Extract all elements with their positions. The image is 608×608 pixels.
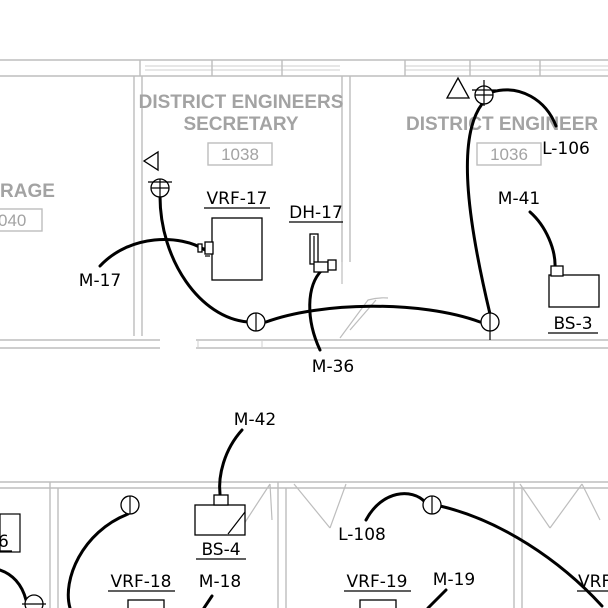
connection-riser bbox=[465, 102, 492, 316]
vrf17-sensor bbox=[148, 178, 172, 198]
vrf18-device bbox=[120, 495, 140, 515]
l106-sensor bbox=[472, 80, 496, 106]
room-name-1038-line2: SECRETARY bbox=[183, 114, 298, 135]
tag-l106: L-106 bbox=[542, 139, 590, 159]
triangle-marker-1038 bbox=[142, 150, 159, 172]
tag-bs4: BS-4 bbox=[201, 540, 240, 560]
room-labels: DISTRICT ENGINEERS SECRETARY 1038 DISTRI… bbox=[0, 92, 598, 230]
left-edge-device bbox=[22, 594, 46, 608]
connections bbox=[0, 88, 604, 608]
room-number-1040: 040 bbox=[0, 211, 26, 230]
tag-vrf17: VRF-17 bbox=[207, 189, 268, 209]
triangle-marker-1036 bbox=[445, 76, 471, 99]
tag-vrf-edge: VRF bbox=[578, 572, 608, 592]
connection-l108 bbox=[364, 492, 427, 522]
connection-m19 bbox=[426, 588, 448, 608]
walls bbox=[0, 59, 608, 608]
tag-m18: M-18 bbox=[199, 572, 241, 592]
bs4-unit bbox=[194, 504, 246, 536]
connection-m42 bbox=[218, 428, 244, 496]
tag-m42: M-42 bbox=[234, 410, 276, 430]
vrf17-unit bbox=[211, 217, 263, 281]
connection-vrf19-feed bbox=[438, 504, 604, 608]
corridor-device-left bbox=[246, 312, 266, 332]
room-name-1036: DISTRICT ENGINEER bbox=[406, 114, 598, 135]
corridor-device-right bbox=[480, 312, 500, 340]
room-name-1038-line1: DISTRICT ENGINEERS bbox=[139, 92, 344, 113]
tag-l108: L-108 bbox=[338, 525, 386, 545]
connection-vrf18-feed bbox=[66, 512, 130, 608]
room-number-1036: 1036 bbox=[490, 145, 528, 164]
tag-vrf18: VRF-18 bbox=[111, 572, 172, 592]
bs3-unit bbox=[548, 274, 600, 308]
vrf19-unit bbox=[359, 599, 397, 608]
tag-m17: M-17 bbox=[79, 271, 121, 291]
connection-vrf17-feed bbox=[158, 194, 250, 324]
connection-l106 bbox=[490, 88, 558, 128]
connection-m41 bbox=[528, 210, 557, 270]
connection-corridor bbox=[264, 304, 482, 324]
tag-vrf19: VRF-19 bbox=[347, 572, 408, 592]
connection-left-edge bbox=[0, 568, 28, 602]
connection-m36 bbox=[308, 268, 324, 352]
tag-m41: M-41 bbox=[498, 189, 540, 209]
tag-m36: M-36 bbox=[312, 357, 354, 377]
room-name-1040: RAGE bbox=[0, 181, 55, 202]
tag-bs3: BS-3 bbox=[553, 314, 592, 334]
tag-m19: M-19 bbox=[433, 570, 475, 590]
tag-bs-edge: 6 bbox=[0, 532, 9, 552]
connection-m17 bbox=[98, 237, 207, 268]
tag-dh17: DH-17 bbox=[289, 203, 343, 223]
connection-m18 bbox=[202, 594, 214, 608]
devices bbox=[22, 76, 500, 608]
tags: VRF-17 DH-17 M-17 M-36 L-106 M-41 BS-3 M… bbox=[0, 139, 608, 592]
vrf18-unit bbox=[127, 599, 165, 608]
room-number-1038: 1038 bbox=[221, 145, 259, 164]
equipment bbox=[127, 217, 600, 608]
vrf19-device bbox=[422, 495, 442, 515]
dh17-unit bbox=[309, 233, 337, 273]
